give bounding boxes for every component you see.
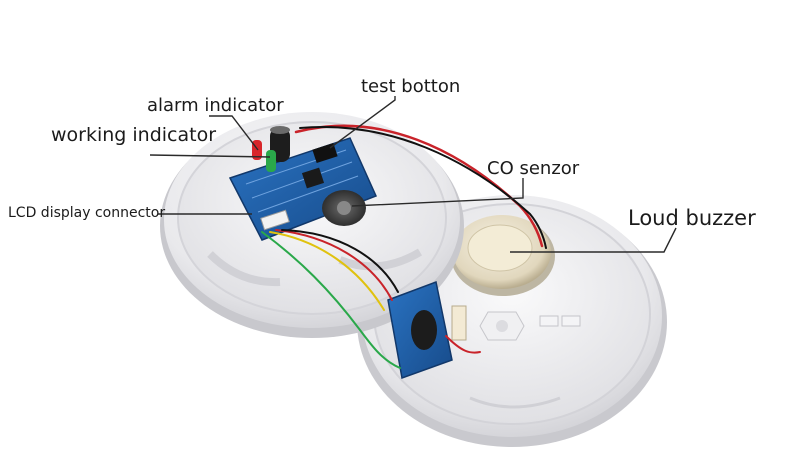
main-pcb (228, 137, 378, 241)
working-led (266, 150, 276, 172)
leader-working (149, 154, 271, 158)
leader-alarm (209, 115, 259, 151)
label-alarm-indicator: alarm indicator (147, 95, 284, 116)
leader-buzzer (510, 227, 677, 253)
leader-test (329, 96, 396, 149)
label-test-button: test botton (361, 76, 461, 97)
sensor-pcb (387, 280, 467, 380)
leader-co (351, 178, 524, 207)
label-working-indicator: working indicator (51, 124, 217, 146)
buzzer-disc (451, 215, 555, 296)
label-lcd-connector: LCD display connector (8, 205, 166, 221)
leader-lines (149, 96, 677, 253)
wires (261, 124, 547, 369)
label-co-sensor: CO senzor (487, 158, 580, 179)
label-loud-buzzer: Loud buzzer (628, 206, 756, 230)
